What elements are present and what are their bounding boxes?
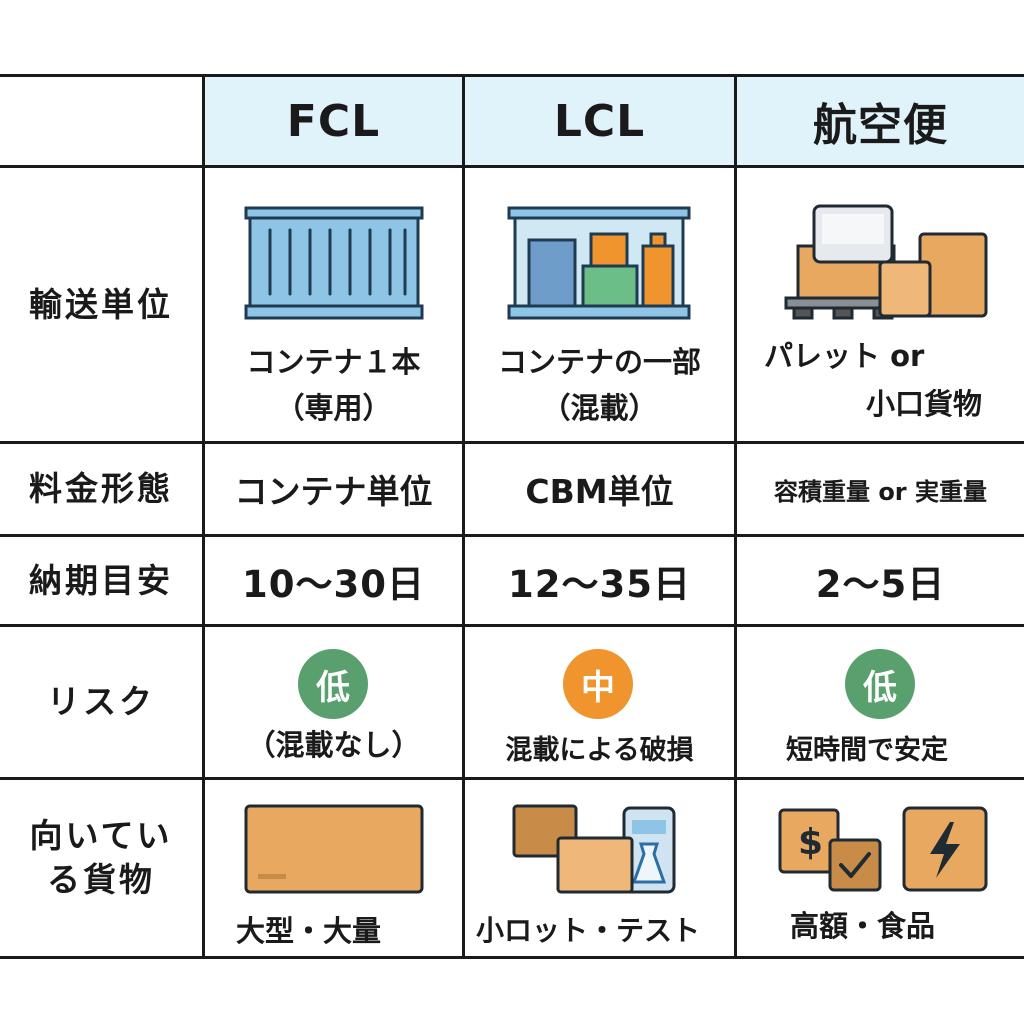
grid-line: [0, 165, 1024, 168]
grid-line: [0, 74, 1024, 77]
cargo-lcl-caption: 小ロット・テスト: [476, 914, 701, 947]
large-box-icon: [244, 804, 424, 894]
svg-text:$: $: [798, 822, 823, 863]
full-container-icon: [244, 206, 424, 320]
grid-line: [0, 624, 1024, 627]
money-lightning-icon: $: [778, 806, 988, 892]
column-title-air: 航空便: [813, 100, 948, 151]
column-title-fcl: FCL: [286, 95, 381, 147]
unit-air-caption-1: パレット or: [764, 339, 925, 373]
grid-line: [0, 441, 1024, 444]
risk-mid-badge: 中: [563, 649, 633, 719]
grid-line: [0, 534, 1024, 537]
mixed-container-icon: [507, 206, 691, 320]
grid-line: [734, 74, 737, 959]
fee-fcl: コンテナ単位: [234, 472, 433, 511]
lead-air: 2〜5日: [815, 562, 946, 606]
risk-low-badge: 低: [845, 649, 915, 719]
fee-lcl: CBM単位: [525, 472, 674, 511]
small-parcels-icon: [512, 804, 676, 894]
grid-line: [462, 74, 465, 959]
unit-air-caption-2: 小口貨物: [866, 387, 983, 421]
grid-line: [0, 777, 1024, 780]
pallet-boxes-icon: [784, 204, 988, 320]
lead-fcl: 10〜30日: [242, 562, 425, 606]
lead-lcl: 12〜35日: [508, 562, 691, 606]
row-label-cargo: 向いてい る貨物: [29, 816, 173, 899]
risk-low-badge: 低: [298, 649, 368, 719]
unit-fcl-caption: コンテナ１本 （専用）: [246, 345, 421, 425]
grid-line: [202, 74, 205, 959]
unit-lcl-caption: コンテナの一部 （混載）: [497, 345, 701, 425]
row-label-unit: 輸送単位: [29, 284, 173, 324]
risk-fcl-note: （混載なし）: [246, 728, 421, 762]
row-label-lead: 納期目安: [29, 560, 173, 600]
header-fcl: FCL: [205, 77, 462, 165]
row-label-risk: リスク: [47, 682, 155, 721]
risk-air-note: 短時間で安定: [786, 735, 948, 766]
row-label-fee: 料金形態: [29, 469, 173, 508]
risk-lcl-note: 混載による破損: [505, 735, 694, 766]
cargo-fcl-caption: 大型・大量: [236, 914, 382, 948]
column-title-lcl: LCL: [553, 95, 646, 147]
header-lcl: LCL: [465, 77, 734, 165]
fee-air: 容積重量 or 実重量: [773, 477, 988, 506]
header-air: 航空便: [737, 77, 1024, 165]
cargo-air-caption: 高額・食品: [790, 909, 936, 943]
grid-line: [0, 956, 1024, 959]
